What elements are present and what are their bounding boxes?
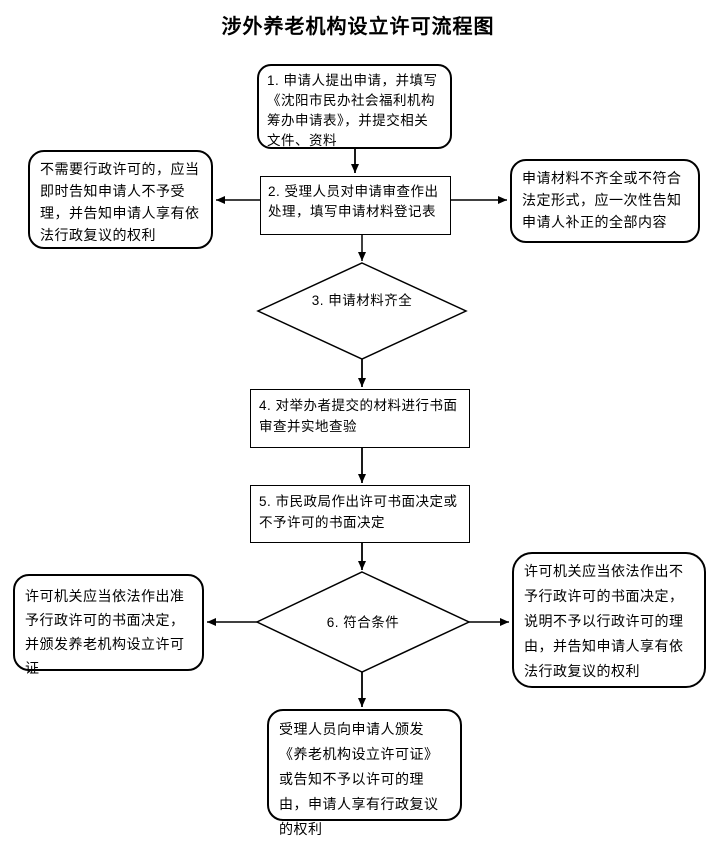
node-final-issue-certificate: 受理人员向申请人颁发《养老机构设立许可证》或告知不予以许可的理由，申请人享有行政… — [267, 709, 462, 837]
node-step1-apply: 1. 申请人提出申请，并填写《沈阳市民办社会福利机构筹办申请表》，并提交相关文件… — [257, 64, 452, 149]
node-approve-permit: 许可机关应当依法作出准予行政许可的书面决定，并颁发养老机构设立许可证 — [13, 574, 204, 676]
node-step5-label: 5. 市民政局作出许可书面决定或不予许可的书面决定 — [259, 494, 458, 530]
page-title: 涉外养老机构设立许可流程图 — [221, 16, 495, 38]
node-no-permit-label: 不需要行政许可的，应当即时告知申请人不予受理，并告知申请人享有依法行政复议的权利 — [40, 161, 200, 243]
node-step6-label: 6. 符合条件 — [326, 615, 400, 630]
node-step4-inspection: 4. 对举办者提交的材料进行书面审查并实地查验 — [250, 389, 470, 448]
node-incomplete-label: 申请材料不齐全或不符合法定形式，应一次性告知申请人补正的全部内容 — [522, 170, 682, 230]
node-step3-materials-complete: 3. 申请材料齐全 — [308, 291, 416, 311]
node-step4-label: 4. 对举办者提交的材料进行书面审查并实地查验 — [259, 398, 458, 434]
node-final-label: 受理人员向申请人颁发《养老机构设立许可证》或告知不予以许可的理由，申请人享有行政… — [279, 721, 439, 837]
node-approve-label: 许可机关应当依法作出准予行政许可的书面决定，并颁发养老机构设立许可证 — [25, 588, 185, 676]
node-step3-label: 3. 申请材料齐全 — [311, 293, 413, 308]
node-step1-label: 1. 申请人提出申请，并填写《沈阳市民办社会福利机构筹办申请表》，并提交相关文件… — [267, 73, 438, 148]
node-step6-meets-conditions: 6. 符合条件 — [295, 613, 431, 633]
node-step5-decision: 5. 市民政局作出许可书面决定或不予许可的书面决定 — [250, 485, 470, 543]
node-step2-review: 2. 受理人员对申请审查作出处理，填写申请材料登记表 — [260, 176, 451, 235]
diamond-step3 — [256, 262, 468, 360]
node-step2-label: 2. 受理人员对申请审查作出处理，填写申请材料登记表 — [268, 184, 439, 219]
node-reject-label: 许可机关应当依法作出不予行政许可的书面决定，说明不予以行政许可的理由，并告知申请… — [524, 563, 684, 679]
node-no-permit-needed: 不需要行政许可的，应当即时告知申请人不予受理，并告知申请人享有依法行政复议的权利 — [28, 150, 213, 249]
node-incomplete-materials: 申请材料不齐全或不符合法定形式，应一次性告知申请人补正的全部内容 — [510, 159, 700, 243]
node-reject-permit: 许可机关应当依法作出不予行政许可的书面决定，说明不予以行政许可的理由，并告知申请… — [512, 552, 706, 688]
